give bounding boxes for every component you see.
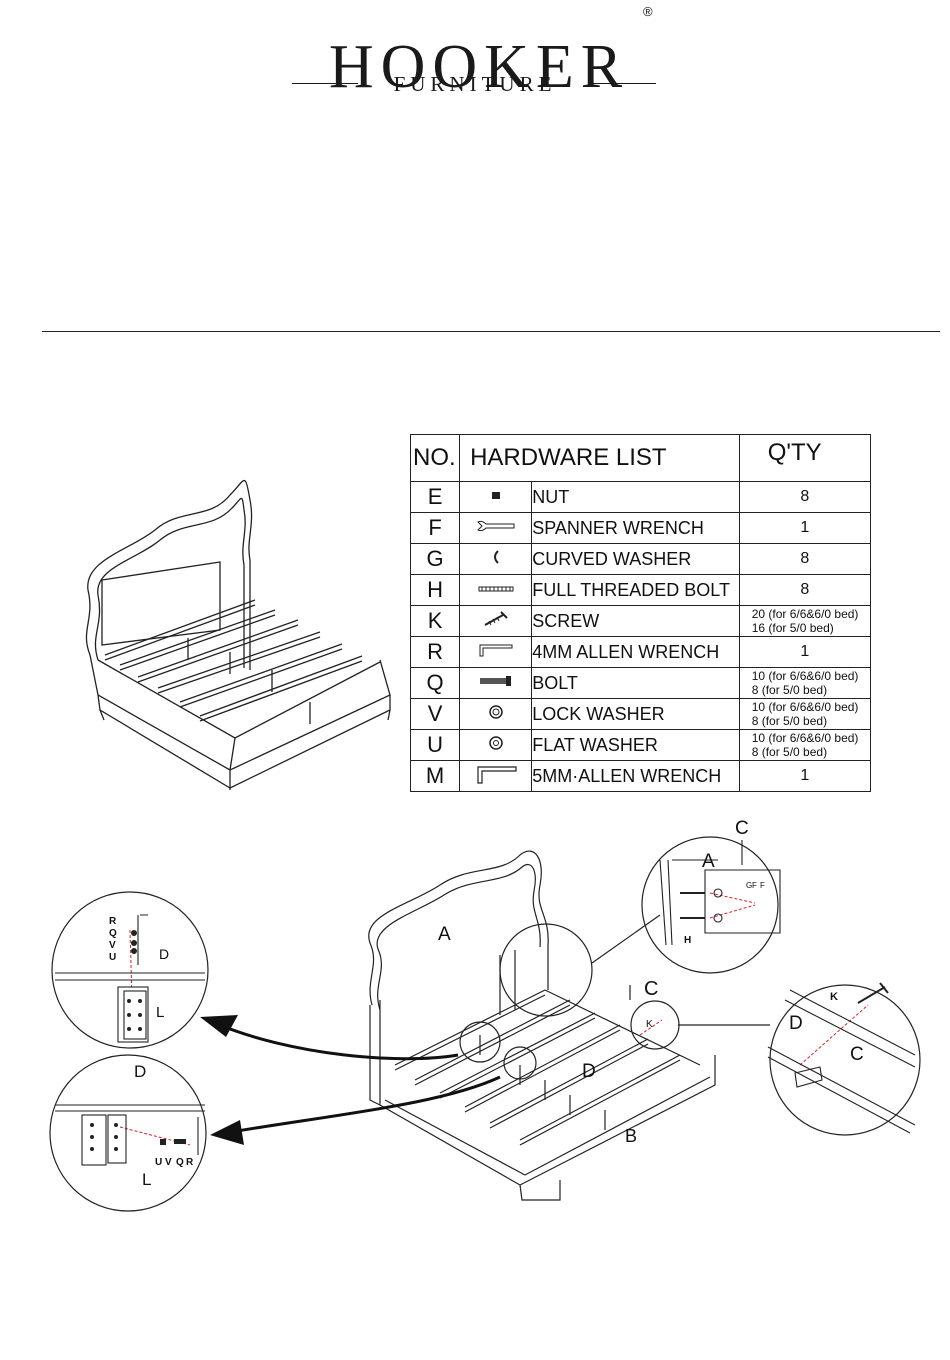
part-qty: 1 <box>738 636 872 668</box>
nut-icon <box>459 481 533 513</box>
qty-line: 10 (for 6/6&6/0 bed) <box>751 700 859 714</box>
table-row: E NUT 8 <box>409 481 872 513</box>
label-rail-detail-right: C <box>850 1044 864 1065</box>
table-row: F SPANNER WRENCH 1 <box>409 512 872 544</box>
part-code: K <box>409 605 461 637</box>
label-screw-detail: K <box>830 991 838 1003</box>
part-qty: 8 <box>738 574 872 606</box>
qty-line: 8 (for 5/0 bed) <box>751 714 828 728</box>
label-q-top: Q <box>109 928 117 939</box>
part-code: H <box>409 574 461 606</box>
label-f-2: F <box>760 881 765 890</box>
allen-wrench-large-icon <box>459 760 533 792</box>
page-divider <box>42 331 940 332</box>
table-row: M 5MM·ALLEN WRENCH 1 <box>409 760 872 792</box>
lock-washer-icon <box>459 698 533 730</box>
label-slat-detail-top: D <box>159 946 169 962</box>
registered-mark: ® <box>643 4 653 19</box>
label-g: G <box>746 881 752 890</box>
label-headboard-detail: A <box>702 851 715 872</box>
brand-name: HOOKER <box>328 33 630 101</box>
allen-wrench-icon <box>459 636 533 668</box>
part-name: SPANNER WRENCH <box>531 512 740 544</box>
table-row: Q BOLT 10 (for 6/6&6/0 bed) 8 (for 5/0 b… <box>409 667 872 699</box>
brand-subtitle: FURNITURE <box>393 72 557 96</box>
label-r-bottom: R <box>186 1157 194 1168</box>
label-bracket-bottom: L <box>142 1170 151 1189</box>
part-code: G <box>409 543 461 575</box>
flat-washer-icon <box>459 729 533 761</box>
bolt-icon <box>459 667 533 699</box>
qty-line: 10 (for 6/6&6/0 bed) <box>751 731 859 745</box>
threaded-bolt-icon <box>459 574 533 606</box>
qty-line: 8 (for 5/0 bed) <box>751 683 828 697</box>
label-u-bottom: U <box>155 1157 162 1168</box>
label-footboard: B <box>625 1126 637 1146</box>
label-r-top: R <box>109 916 117 927</box>
part-qty: 10 (for 6/6&6/0 bed) 8 (for 5/0 bed) <box>738 698 872 730</box>
curved-washer-icon <box>459 543 533 575</box>
brand-logo: HOOKER <box>0 36 950 98</box>
label-f-1: F <box>752 881 757 890</box>
part-code: R <box>409 636 461 668</box>
label-bolt-h: H <box>684 935 691 946</box>
table-row: K SCREW 20 (for 6/6&6/0 bed) 16 (for 5/0… <box>409 605 872 637</box>
label-rail: C <box>644 978 658 1000</box>
label-slat: D <box>582 1061 596 1082</box>
header-hardware-list: HARDWARE LIST <box>459 434 740 482</box>
part-code: E <box>409 481 461 513</box>
part-code: U <box>409 729 461 761</box>
part-name: 5MM·ALLEN WRENCH <box>531 760 740 792</box>
brand-rule-left <box>292 83 358 84</box>
spanner-wrench-icon <box>459 512 533 544</box>
part-qty: 8 <box>738 543 872 575</box>
part-qty: 8 <box>738 481 872 513</box>
part-qty: 1 <box>738 760 872 792</box>
label-headboard: A <box>438 924 451 945</box>
part-name: BOLT <box>531 667 740 699</box>
header-no: NO. <box>409 434 461 482</box>
label-screw-main: K <box>646 1019 653 1030</box>
hardware-table-header: NO. HARDWARE LIST Q'TY <box>409 434 872 482</box>
part-name: LOCK WASHER <box>531 698 740 730</box>
label-q-bottom: Q <box>176 1157 184 1168</box>
table-row: G CURVED WASHER 8 <box>409 543 872 575</box>
part-qty: 10 (for 6/6&6/0 bed) 8 (for 5/0 bed) <box>738 667 872 699</box>
bed-overview-illustration <box>85 479 391 790</box>
part-code: V <box>409 698 461 730</box>
brand-rule-right <box>590 83 656 84</box>
qty-line: 20 (for 6/6&6/0 bed) <box>751 607 859 621</box>
part-qty: 20 (for 6/6&6/0 bed) 16 (for 5/0 bed) <box>738 605 872 637</box>
part-name: NUT <box>531 481 740 513</box>
table-row: U FLAT WASHER 10 (for 6/6&6/0 bed) 8 (fo… <box>409 729 872 761</box>
label-slat-detail-bottom: D <box>134 1062 146 1081</box>
part-name: FULL THREADED BOLT <box>531 574 740 606</box>
screw-icon <box>459 605 533 637</box>
header-qty: Q'TY <box>738 434 872 482</box>
part-name: CURVED WASHER <box>531 543 740 575</box>
label-v-top: V <box>109 940 116 951</box>
label-bracket-top: L <box>156 1004 164 1021</box>
hardware-table: NO. HARDWARE LIST Q'TY E NUT 8 F SPANNER… <box>409 434 872 792</box>
table-row: V LOCK WASHER 10 (for 6/6&6/0 bed) 8 (fo… <box>409 698 872 730</box>
qty-line: 10 (for 6/6&6/0 bed) <box>751 669 859 683</box>
qty-line: 16 (for 5/0 bed) <box>751 621 834 635</box>
qty-line: 8 (for 5/0 bed) <box>751 745 828 759</box>
assembly-diagram: A B C D K D L R Q V U D L U V Q R C A H … <box>49 818 921 1212</box>
part-code: Q <box>409 667 461 699</box>
table-row: R 4MM ALLEN WRENCH 1 <box>409 636 872 668</box>
label-u-top: U <box>109 952 116 963</box>
part-qty: 1 <box>738 512 872 544</box>
part-name: FLAT WASHER <box>531 729 740 761</box>
part-name: 4MM ALLEN WRENCH <box>531 636 740 668</box>
part-qty: 10 (for 6/6&6/0 bed) 8 (for 5/0 bed) <box>738 729 872 761</box>
label-v-bottom: V <box>165 1157 172 1168</box>
part-name: SCREW <box>531 605 740 637</box>
label-rail-detail: C <box>735 818 749 839</box>
table-row: H FULL THREADED BOLT 8 <box>409 574 872 606</box>
part-code: F <box>409 512 461 544</box>
part-code: M <box>409 760 461 792</box>
label-slat-detail-right: D <box>789 1013 803 1034</box>
